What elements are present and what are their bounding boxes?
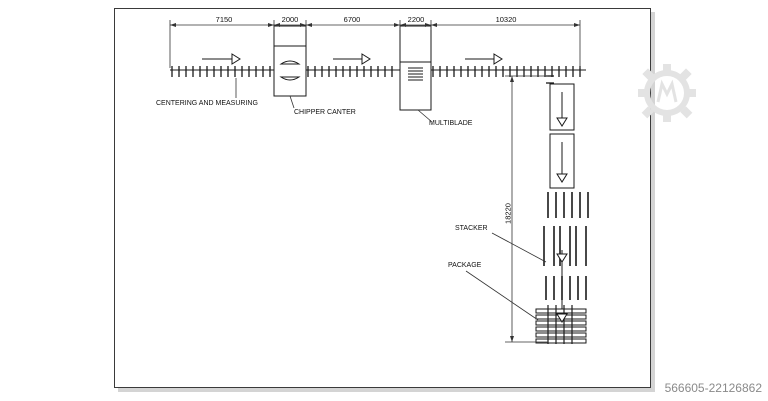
dimension-7150: 7150	[215, 15, 233, 24]
label-chipper-canter: CHIPPER CANTER	[294, 109, 356, 116]
package-layer	[535, 332, 587, 338]
chipper-canter-machine	[273, 25, 307, 97]
vertical-dimension-line	[505, 75, 548, 343]
stacker-forks	[543, 192, 589, 310]
package-stack	[535, 305, 587, 344]
package-flow-arrow	[556, 313, 568, 323]
flow-arrow-2	[333, 53, 371, 65]
transfer-box-1	[549, 83, 575, 131]
package-layer	[535, 308, 587, 314]
listing-id-watermark: 566605-22126862	[664, 381, 762, 395]
dimension-2000: 2000	[281, 15, 299, 24]
label-stacker: STACKER	[455, 225, 488, 232]
vertical-roller-conveyor	[546, 75, 554, 84]
package-layer	[535, 338, 587, 344]
top-dimension-line	[169, 20, 581, 68]
transfer-box-2	[549, 133, 575, 189]
label-multiblade: MULTIBLADE	[429, 120, 473, 127]
label-package: PACKAGE	[448, 262, 482, 269]
dimension-18220: 18220	[503, 203, 513, 224]
leader-chipper	[289, 95, 295, 109]
multiblade-machine	[399, 25, 432, 111]
gear-logo-icon	[638, 64, 696, 122]
label-centering-and-measuring: CENTERING AND MEASURING	[156, 100, 258, 107]
flow-arrow-3	[465, 53, 503, 65]
horizontal-roller-conveyor	[171, 66, 581, 77]
dimension-2200: 2200	[407, 15, 425, 24]
package-layer	[535, 320, 587, 326]
package-layer	[535, 326, 587, 332]
dimension-10320: 10320	[495, 15, 517, 24]
leader-stacker	[491, 232, 547, 263]
leader-package	[465, 270, 539, 321]
stacker-flow-arrow	[556, 253, 568, 263]
flow-arrow-1	[202, 53, 241, 65]
leader-multiblade	[417, 109, 433, 123]
dimension-6700: 6700	[343, 15, 361, 24]
